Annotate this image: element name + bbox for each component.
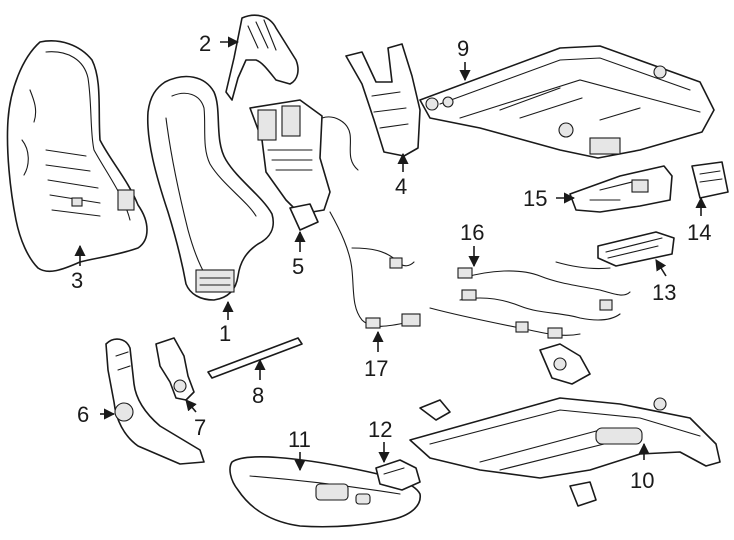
rod-part [207, 337, 303, 379]
callout-labels: 1 2 3 4 5 6 7 8 9 10 11 12 13 14 15 16 1… [71, 31, 711, 493]
seat-back-cover-part [6, 40, 148, 273]
wiring-harness-part [429, 261, 631, 339]
side-panel-part [569, 165, 673, 213]
leader-13 [655, 259, 667, 277]
callout-3: 3 [71, 268, 83, 293]
callout-12: 12 [368, 417, 392, 442]
seat-track-part [409, 343, 721, 507]
callout-11: 11 [288, 427, 311, 452]
headrest-bracket-part [225, 14, 299, 101]
side-plate-part [105, 338, 205, 465]
support-bracket-part [345, 43, 421, 157]
switch-part [375, 459, 421, 491]
callout-16: 16 [460, 220, 484, 245]
callout-15: 15 [523, 186, 547, 211]
module-part [691, 161, 729, 199]
callout-8: 8 [252, 383, 264, 408]
callout-17: 17 [364, 356, 388, 381]
pad-part [597, 231, 675, 267]
callout-13: 13 [652, 280, 676, 305]
seat-cushion-pan-part [419, 45, 715, 159]
lumbar-support-part [249, 99, 359, 231]
leader-lines [74, 36, 707, 472]
callout-14: 14 [687, 220, 711, 245]
side-shield-part [229, 456, 421, 528]
cable-part [329, 211, 421, 329]
callout-5: 5 [292, 254, 304, 279]
callout-1: 1 [219, 321, 231, 346]
callout-4: 4 [395, 174, 407, 199]
callout-10: 10 [630, 468, 654, 493]
callout-6: 6 [77, 402, 89, 427]
leader-7 [185, 399, 197, 413]
recliner-motor-part [155, 337, 195, 401]
callout-7: 7 [194, 415, 206, 440]
callout-9: 9 [457, 36, 469, 61]
callout-2: 2 [199, 31, 211, 56]
seat-back-frame-part [146, 75, 274, 301]
